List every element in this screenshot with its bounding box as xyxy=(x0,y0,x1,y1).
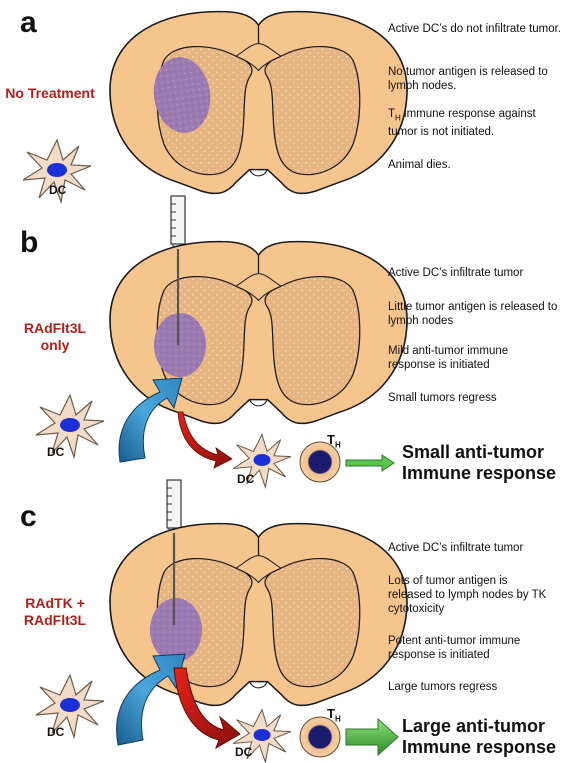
panel-a-treatment: No Treatment xyxy=(5,85,95,101)
panel-a-note-1: Active DC’s do not infiltrate tumor. xyxy=(388,23,561,35)
panel-b-note-3: Mild anti-tumor immune response is initi… xyxy=(388,345,509,371)
panel-c-letter: c xyxy=(20,500,37,533)
panel-c-response-line2: Immune response xyxy=(402,737,557,757)
panel-c-note-4: Large tumors regress xyxy=(388,681,498,693)
panel-b-response-line2: Immune response xyxy=(402,463,557,483)
panel-b-tumor xyxy=(154,313,206,377)
panel-b-treatment: RAdFlt3L only xyxy=(10,320,100,354)
panel-a-note-3: TH immune response against tumor is not … xyxy=(388,108,536,139)
panel-c-response-arrow xyxy=(345,717,399,757)
panel-a-letter: a xyxy=(20,6,37,39)
panel-b-response-arrow xyxy=(345,454,395,472)
panel-b-treatment-line1: RAdFlt3L xyxy=(23,320,87,336)
panel-c-th-cell xyxy=(299,716,341,758)
panel-b-antigen-arrow xyxy=(177,411,233,469)
panel-a-th-label: TH xyxy=(388,108,401,123)
panel-b-response-line1: Small anti-tumor xyxy=(402,442,545,462)
panel-b-letter: b xyxy=(20,226,39,259)
panel-b-infiltration-arrow xyxy=(118,377,183,463)
panel-c-response-line1: Large anti-tumor xyxy=(402,716,546,736)
panel-c-treatment-line1: RAdTK + xyxy=(25,595,85,611)
panel-c-response-text: Large anti-tumor Immune response xyxy=(402,716,556,758)
panel-b-lymph-dc-label: DC xyxy=(237,472,255,486)
panel-a-note-4: Animal dies. xyxy=(388,159,451,171)
panel-a-tumor xyxy=(153,57,211,133)
panel-c-treatment: RAdTK + RAdFlt3L xyxy=(10,595,100,629)
panel-b-th-label: TH xyxy=(327,432,341,450)
panel-c-th-label: TH xyxy=(327,706,341,724)
panel-c-note-1: Active DC’s infiltrate tumor xyxy=(388,542,524,554)
panel-b-response-text: Small anti-tumor Immune response xyxy=(402,442,556,484)
panel-b-th-cell xyxy=(299,441,341,483)
panel-c-note-2: Lots of tumor antigen is released to lym… xyxy=(388,575,547,615)
panel-a-note-2: No tumor antigen is released to lymph no… xyxy=(388,66,548,92)
panel-a-brain xyxy=(109,10,408,195)
panel-c-infiltration-arrow xyxy=(116,653,186,746)
panel-c-treatment-line2: RAdFlt3L xyxy=(23,612,87,628)
panel-c-antigen-arrow xyxy=(173,667,241,750)
panel-b-note-2: Little tumor antigen is released to lymp… xyxy=(388,301,558,327)
panel-b-note-1: Active DC’s infiltrate tumor xyxy=(388,267,524,279)
panel-c-tumor xyxy=(150,598,202,662)
panel-b-note-4: Small tumors regress xyxy=(388,392,497,404)
panel-b-treatment-line2: only xyxy=(40,337,70,353)
panel-c-lymph-dc-label: DC xyxy=(235,745,253,759)
panel-c-dc-label: DC xyxy=(47,725,65,739)
panel-b-dc-label: DC xyxy=(47,445,65,459)
panel-c-note-3: Potent anti-tumor immune response is ini… xyxy=(388,635,521,661)
panel-a-dc-label: DC xyxy=(49,183,67,197)
